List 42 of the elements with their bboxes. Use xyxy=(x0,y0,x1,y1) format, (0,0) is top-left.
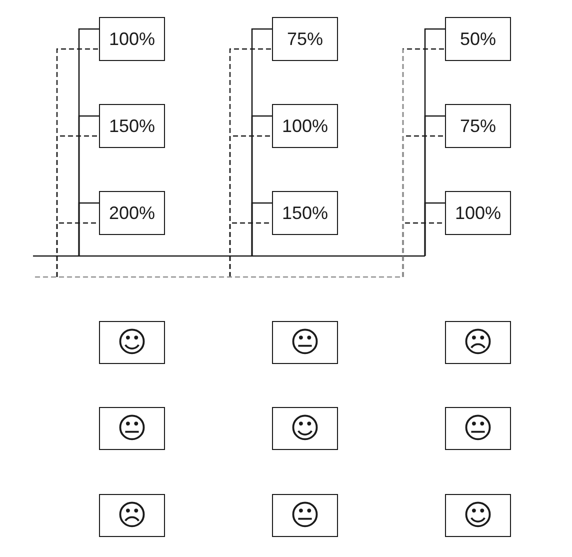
percentage-box xyxy=(445,104,511,148)
wire-line xyxy=(424,202,445,256)
percentage-box xyxy=(272,191,338,235)
face-icon: 😐 xyxy=(290,501,320,530)
face-icon: ☺ xyxy=(462,501,494,530)
face-box xyxy=(445,494,511,537)
percentage-label: 100% xyxy=(282,117,328,135)
face-icon: ☹ xyxy=(462,328,494,357)
wire-line xyxy=(78,202,99,256)
percentage-label: 75% xyxy=(460,117,496,135)
face-icon: 😐 xyxy=(462,414,494,443)
face-icon: ☺ xyxy=(116,328,148,357)
percentage-box xyxy=(445,17,511,61)
face-box xyxy=(445,407,511,450)
wire-line xyxy=(251,202,272,256)
face-box xyxy=(99,321,165,364)
face-icon: 😐 xyxy=(290,328,320,357)
face-box xyxy=(99,494,165,537)
face-icon: 😐 xyxy=(116,414,148,443)
percentage-label: 50% xyxy=(460,30,496,48)
dashed-wire-line xyxy=(229,222,272,277)
bus-line xyxy=(33,255,425,257)
face-box xyxy=(99,407,165,450)
percentage-box xyxy=(272,17,338,61)
percentage-label: 150% xyxy=(282,204,328,222)
face-icon: ☺ xyxy=(290,414,320,443)
percentage-label: 75% xyxy=(286,30,324,48)
dashed-wire-line xyxy=(56,222,99,277)
percentage-box xyxy=(445,191,511,235)
percentage-label: 100% xyxy=(108,30,156,48)
percentage-label: 150% xyxy=(108,117,156,135)
face-box xyxy=(272,321,338,364)
percentage-box xyxy=(99,104,165,148)
face-box xyxy=(445,321,511,364)
percentage-label: 100% xyxy=(454,204,502,222)
percentage-box xyxy=(272,104,338,148)
face-icon: ☹ xyxy=(116,501,148,530)
face-box xyxy=(272,407,338,450)
percentage-box xyxy=(99,17,165,61)
face-box xyxy=(272,494,338,537)
percentage-box xyxy=(99,191,165,235)
percentage-label: 200% xyxy=(108,204,156,222)
